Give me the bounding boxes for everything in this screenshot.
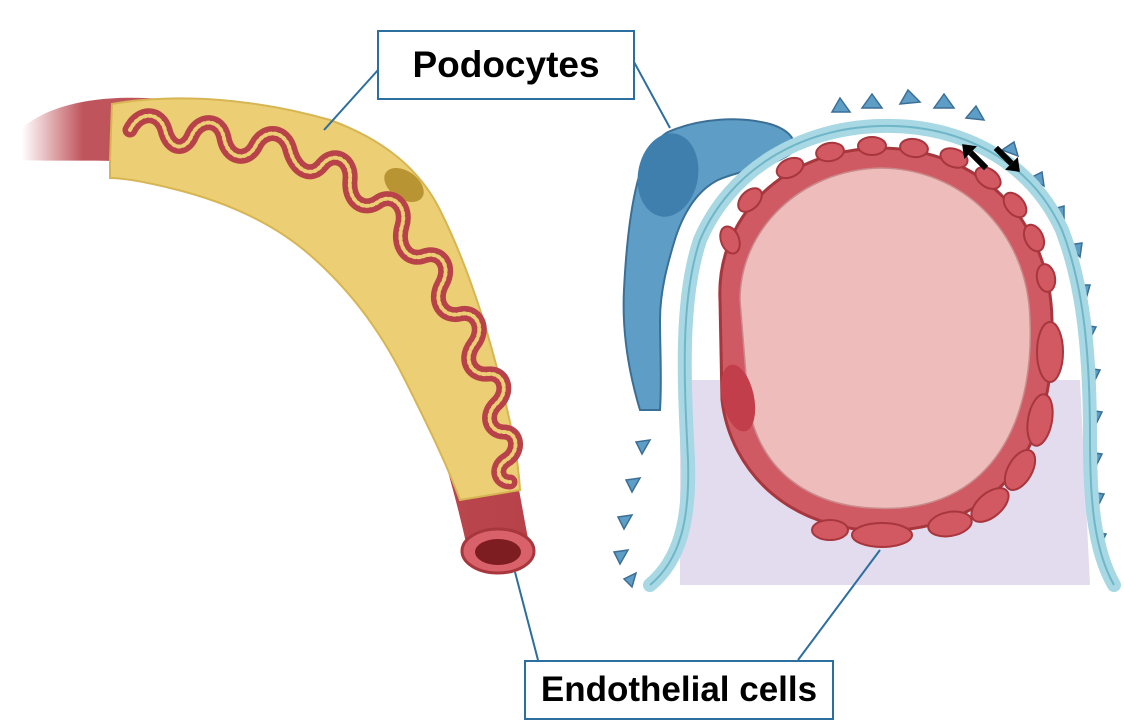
podocytes-label: Podocytes — [377, 30, 635, 100]
endothelial-cells-label: Endothelial cells — [524, 660, 834, 720]
leader-endothelial-left — [515, 572, 538, 660]
leader-podocytes-right — [634, 62, 670, 128]
vessel-lumen — [475, 539, 521, 565]
endothelial-lining — [715, 148, 1052, 531]
podocyte-cell-body — [110, 98, 520, 500]
leader-podocytes-left — [324, 70, 378, 130]
